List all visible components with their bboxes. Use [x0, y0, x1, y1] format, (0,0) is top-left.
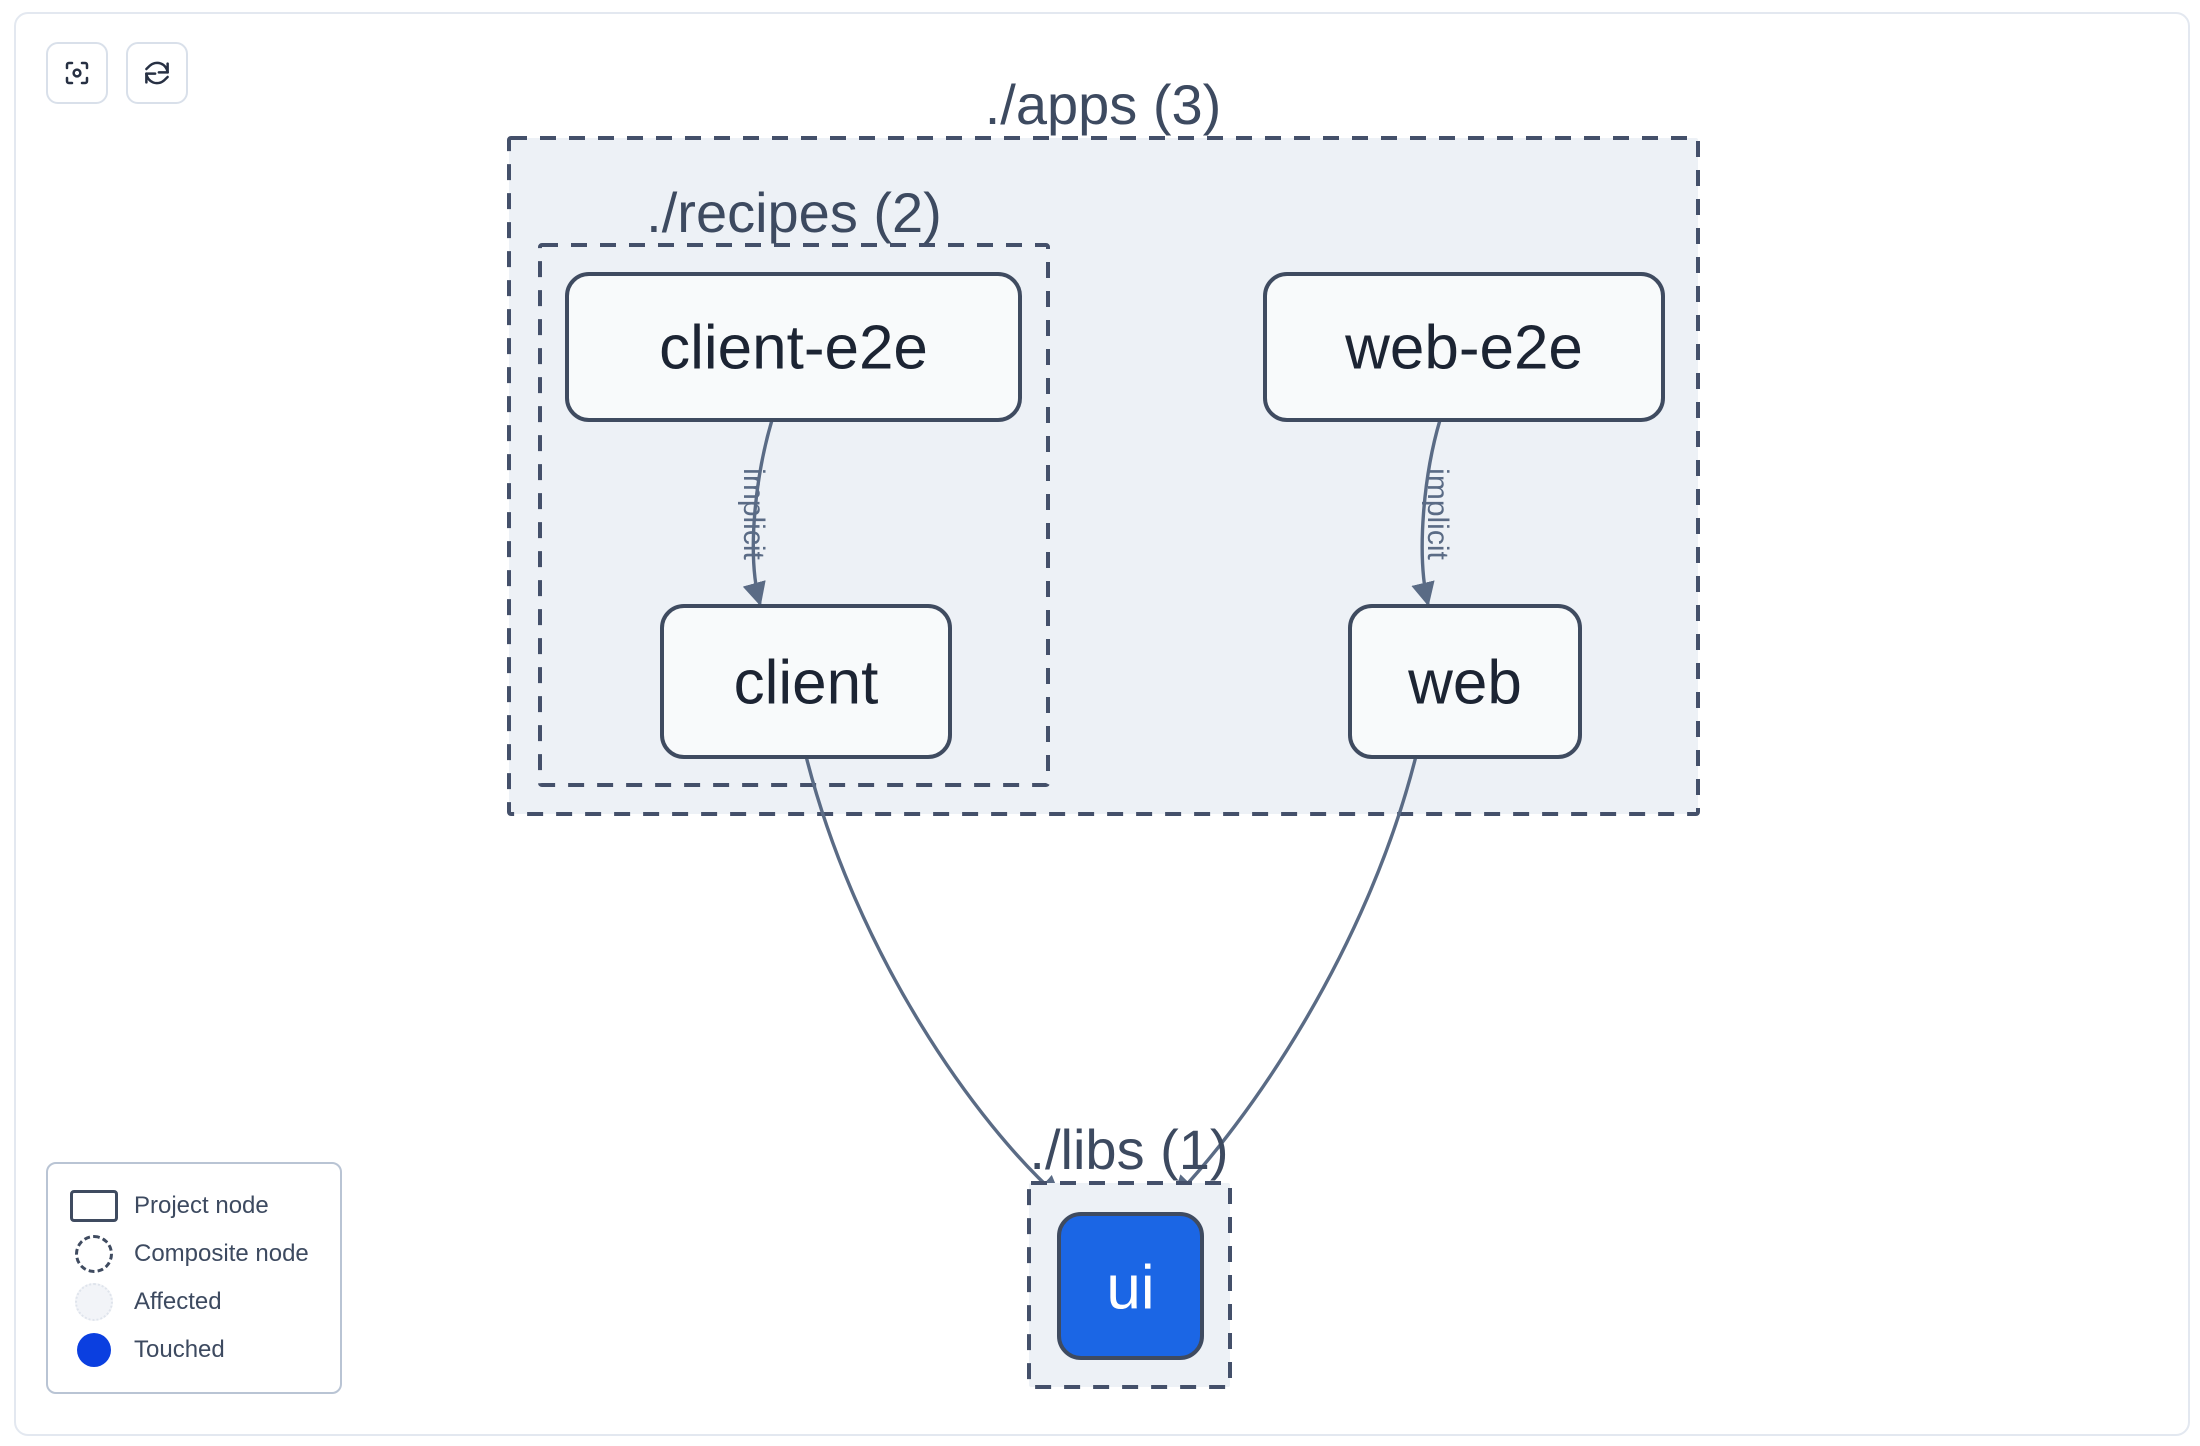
- legend-item-project-node: Project node: [66, 1182, 320, 1230]
- node-ui-rect[interactable]: [1057, 1212, 1204, 1360]
- legend-item-composite-node: Composite node: [66, 1230, 320, 1278]
- edge-client-to-ui[interactable]: [804, 755, 1062, 1200]
- node-client-e2e-rect[interactable]: [565, 272, 1022, 422]
- refresh-icon: [142, 58, 172, 88]
- node-client-e2e[interactable]: client-e2e: [565, 272, 1022, 422]
- touched-swatch: [66, 1333, 122, 1367]
- group-libs-label: ./libs (1): [1029, 1118, 1228, 1181]
- edge-label-client-e2e-to-client: implicit: [737, 468, 770, 560]
- graph-toolbar: [46, 42, 188, 104]
- legend-label-touched: Touched: [134, 1336, 225, 1363]
- node-web-rect[interactable]: [1348, 604, 1582, 759]
- node-web-e2e[interactable]: web-e2e: [1263, 272, 1665, 422]
- group-apps-label: ./apps (3): [985, 73, 1222, 136]
- node-client-rect[interactable]: [660, 604, 952, 759]
- edge-web-to-ui[interactable]: [1172, 755, 1418, 1200]
- node-ui-label: ui: [1106, 1254, 1154, 1323]
- legend-label-project-node: Project node: [134, 1192, 269, 1219]
- legend-item-affected: Affected: [66, 1278, 320, 1326]
- edge-client-e2e-to-client[interactable]: [742, 419, 774, 607]
- node-client[interactable]: client: [660, 604, 952, 759]
- node-web-e2e-label: web-e2e: [1344, 314, 1583, 383]
- edge-web-e2e-to-web[interactable]: [1411, 419, 1442, 607]
- graph-canvas[interactable]: ./apps (3) ./recipes (2) implicit implic…: [14, 12, 2190, 1436]
- node-web[interactable]: web: [1348, 604, 1582, 759]
- edge-label-web-e2e-to-web: implicit: [1421, 468, 1454, 560]
- composite-node-swatch: [66, 1235, 122, 1273]
- node-web-label: web: [1407, 649, 1522, 718]
- graph-legend: Project node Composite node Affected Tou…: [46, 1162, 342, 1394]
- node-client-e2e-label: client-e2e: [659, 314, 928, 383]
- legend-label-composite-node: Composite node: [134, 1240, 309, 1267]
- node-client-label: client: [734, 649, 879, 718]
- graph-svg[interactable]: ./apps (3) ./recipes (2) implicit implic…: [16, 14, 2190, 1436]
- edges-layer: [742, 419, 1442, 1200]
- node-ui[interactable]: ui: [1057, 1212, 1204, 1360]
- project-node-swatch: [66, 1190, 122, 1222]
- legend-item-touched: Touched: [66, 1326, 320, 1374]
- focus-icon: [62, 58, 92, 88]
- affected-swatch: [66, 1283, 122, 1321]
- refresh-graph-button[interactable]: [126, 42, 188, 104]
- node-web-e2e-rect[interactable]: [1263, 272, 1665, 422]
- legend-label-affected: Affected: [134, 1288, 222, 1315]
- focus-graph-button[interactable]: [46, 42, 108, 104]
- group-recipes-label: ./recipes (2): [646, 181, 942, 244]
